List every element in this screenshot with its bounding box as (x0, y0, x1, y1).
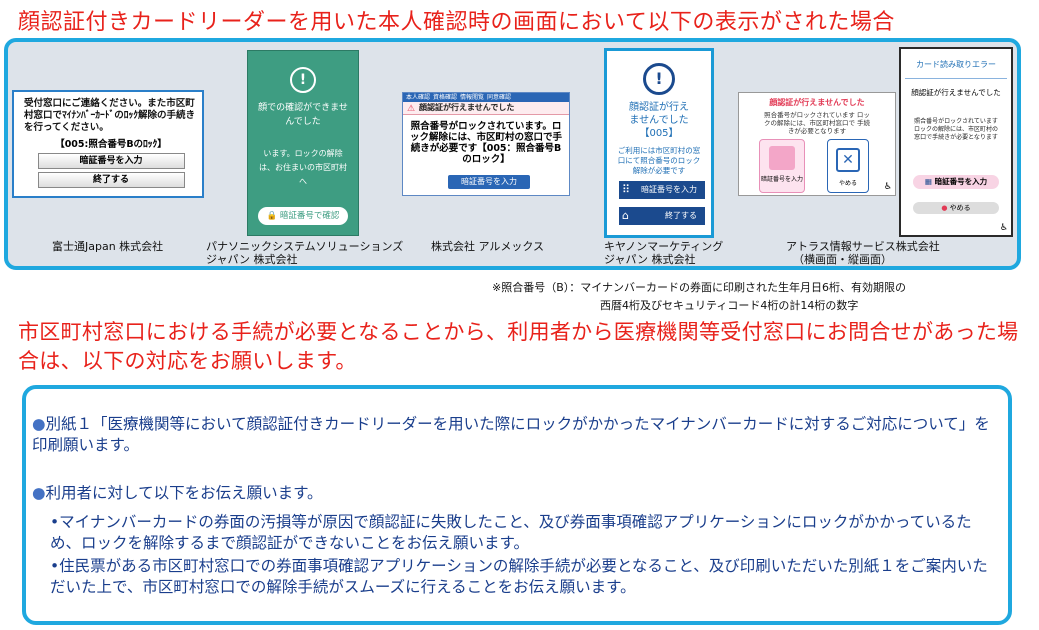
alert-icon: ! (643, 63, 675, 95)
alumex-tab[interactable]: 資格確認 (433, 94, 458, 101)
canon-title: 顔認証が行えませんでした (629, 102, 689, 126)
alumex-screen: 本人確認 資格確認 情報閲覧 同意確認 ⚠ 顔認証が行えませんでした 照合番号が… (402, 92, 570, 196)
alumex-caption: 株式会社 アルメックス (431, 240, 545, 253)
sub-bullet-2-text: 住民票がある市区町村窓口での券面事項確認アプリケーションの解除手続が必要となるこ… (50, 557, 988, 596)
panasonic-pin-button[interactable]: 🔒 暗証番号で確認 (258, 207, 348, 225)
instructions-box (22, 385, 1012, 625)
sub-bullet-mark: • (50, 557, 60, 575)
divider (905, 78, 1007, 79)
alumex-tab[interactable]: 同意確認 (487, 94, 512, 101)
alumex-tabbar: 本人確認 資格確認 情報閲覧 同意確認 (403, 93, 569, 102)
atlas-landscape-screen: 顔認証が行えませんでした 照合番号がロックされています ロックの解除には、市区町… (738, 92, 896, 196)
keypad-icon: ⠿ (622, 183, 631, 196)
atlas-land-pin-label: 暗証番号を入力 (760, 176, 803, 183)
canon-end-label: 終了する (665, 211, 697, 220)
canon-caption-2: ジャパン 株式会社 (604, 253, 696, 266)
keypad-icon: ▦ (924, 177, 932, 186)
keypad-icon (769, 146, 795, 170)
fujitsu-pin-button[interactable]: 暗証番号を入力 (37, 153, 185, 169)
panasonic-title: 顔での確認ができませんでした (258, 103, 348, 127)
bullet-2: ●利用者に対して以下をお伝え願います。 (32, 483, 1002, 504)
accessibility-icon[interactable]: ♿ (999, 223, 1008, 233)
footnote-line-2: 西暦4桁及びセキュリティコード4桁の計14桁の数字 (600, 299, 859, 312)
canon-end-button[interactable]: ⌂ 終了する (619, 207, 705, 225)
alumex-warning-text: 顔認証が行えませんでした (419, 103, 515, 112)
atlas-land-stop-button[interactable]: ✕ やめる (827, 139, 869, 193)
fujitsu-code: 【005:照合番号Bのﾛｯｸ】 (55, 139, 167, 150)
atlas-caption-2: （横画面・縦画面） (793, 253, 892, 266)
panasonic-pin-label: 暗証番号で確認 (279, 211, 340, 221)
bullet-1: ●別紙１「医療機関等において顔認証付きカードリーダーを用いた際にロックがかかった… (32, 414, 1002, 456)
warning-icon: ⚠ (407, 104, 416, 114)
atlas-land-sub: 照合番号がロックされています ロックの解除には、市区町村窓口で 手続きが必要とな… (763, 111, 871, 135)
atlas-land-stop-label: やめる (838, 180, 857, 187)
close-icon: ● (941, 204, 948, 212)
middle-heading: 市区町村窓口における手続が必要となることから、利用者から医療機関等受付窓口にお問… (18, 320, 1019, 373)
alumex-tab[interactable]: 本人確認 (406, 94, 431, 101)
canon-sub: ご利用には市区町村の窓口にて照合番号のロック解除が必要です (617, 146, 701, 175)
atlas-port-stop-button[interactable]: ● やめる (913, 202, 999, 214)
canon-pin-button[interactable]: ⠿ 暗証番号を入力 (619, 181, 705, 199)
sub-bullet-1: •マイナンバーカードの券面の汚損等が原因で顔認証に失敗したこと、及び券面事項確認… (50, 512, 1002, 554)
fujitsu-caption: 富士通Japan 株式会社 (52, 240, 164, 253)
bullet-dot-icon: ● (32, 415, 46, 433)
bullet-dot-icon: ● (32, 484, 46, 502)
atlas-port-stop-label: やめる (949, 204, 971, 212)
alert-icon: ! (290, 67, 316, 93)
bullet-2-text: 利用者に対して以下をお伝え願います。 (45, 484, 323, 502)
accessibility-icon[interactable]: ♿ (883, 182, 892, 192)
panasonic-caption-1: パナソニックシステムソリューションズ (206, 240, 404, 253)
atlas-port-title: 顔認証が行えませんでした (911, 88, 1001, 97)
canon-code: 【005】 (639, 128, 679, 139)
bullet-1-text: 別紙１「医療機関等において顔認証付きカードリーダーを用いた際にロックがかかったマ… (32, 415, 990, 454)
lock-icon: 🔒 (266, 211, 278, 221)
panasonic-caption-2: ジャパン 株式会社 (206, 253, 298, 266)
atlas-land-title: 顔認証が行えませんでした (769, 98, 865, 107)
top-heading: 顔認証付きカードリーダーを用いた本人確認時の画面において以下の表示がされた場合 (18, 10, 895, 35)
alumex-tab[interactable]: 情報閲覧 (460, 94, 485, 101)
atlas-port-sub: 照合番号がロックされています ロックの解除には、市区町村の窓口で手続きが必要とな… (913, 118, 998, 141)
atlas-port-header: カード読み取りエラー (916, 60, 996, 69)
alumex-pin-button[interactable]: 暗証番号を入力 (448, 175, 530, 189)
atlas-caption-1: アトラス情報サービス株式会社 (786, 240, 940, 253)
alumex-warning: ⚠ 顔認証が行えませんでした (403, 102, 569, 115)
sub-bullet-2: •住民票がある市区町村窓口での券面事項確認アプリケーションの解除手続が必要となる… (50, 556, 1002, 598)
atlas-portrait-screen: カード読み取りエラー 顔認証が行えませんでした 照合番号がロックされています ロ… (899, 47, 1013, 237)
atlas-port-pin-label: 暗証番号を入力 (934, 177, 988, 186)
fujitsu-message: 受付窓口にご連絡ください。また市区町村窓口でﾏｲﾅﾝﾊﾞｰｶｰﾄﾞのﾛｯｸ解除の… (24, 98, 196, 133)
fujitsu-end-button[interactable]: 終了する (37, 172, 185, 188)
canon-screen: ! 顔認証が行えませんでした 【005】 ご利用には市区町村の窓口にて照合番号の… (604, 48, 714, 238)
sub-bullet-mark: • (50, 513, 60, 531)
canon-caption-1: キヤノンマーケティング (604, 240, 724, 253)
panasonic-screen: ! 顔での確認ができませんでした います。ロックの解除は、お住まいの市区町村へ … (247, 50, 359, 236)
canon-pin-label: 暗証番号を入力 (641, 185, 697, 194)
footnote-line-1: ※照合番号（B）：マイナンバーカードの券面に印刷された生年月日6桁、有効期限の (492, 281, 907, 294)
close-icon: ✕ (836, 148, 860, 172)
atlas-land-pin-button[interactable]: 暗証番号を入力 (759, 139, 805, 193)
atlas-port-pin-button[interactable]: ▦ 暗証番号を入力 (913, 175, 999, 189)
alumex-body: 照合番号がロックされています。ロック解除には、市区町村の窓口で手続きが必要です【… (409, 121, 562, 165)
home-icon: ⌂ (622, 209, 629, 222)
panasonic-body: います。ロックの解除は、お住まいの市区町村へ (259, 149, 347, 186)
fujitsu-screen: 受付窓口にご連絡ください。また市区町村窓口でﾏｲﾅﾝﾊﾞｰｶｰﾄﾞのﾛｯｸ解除の… (12, 90, 204, 198)
sub-bullet-1-text: マイナンバーカードの券面の汚損等が原因で顔認証に失敗したこと、及び券面事項確認ア… (50, 513, 972, 552)
